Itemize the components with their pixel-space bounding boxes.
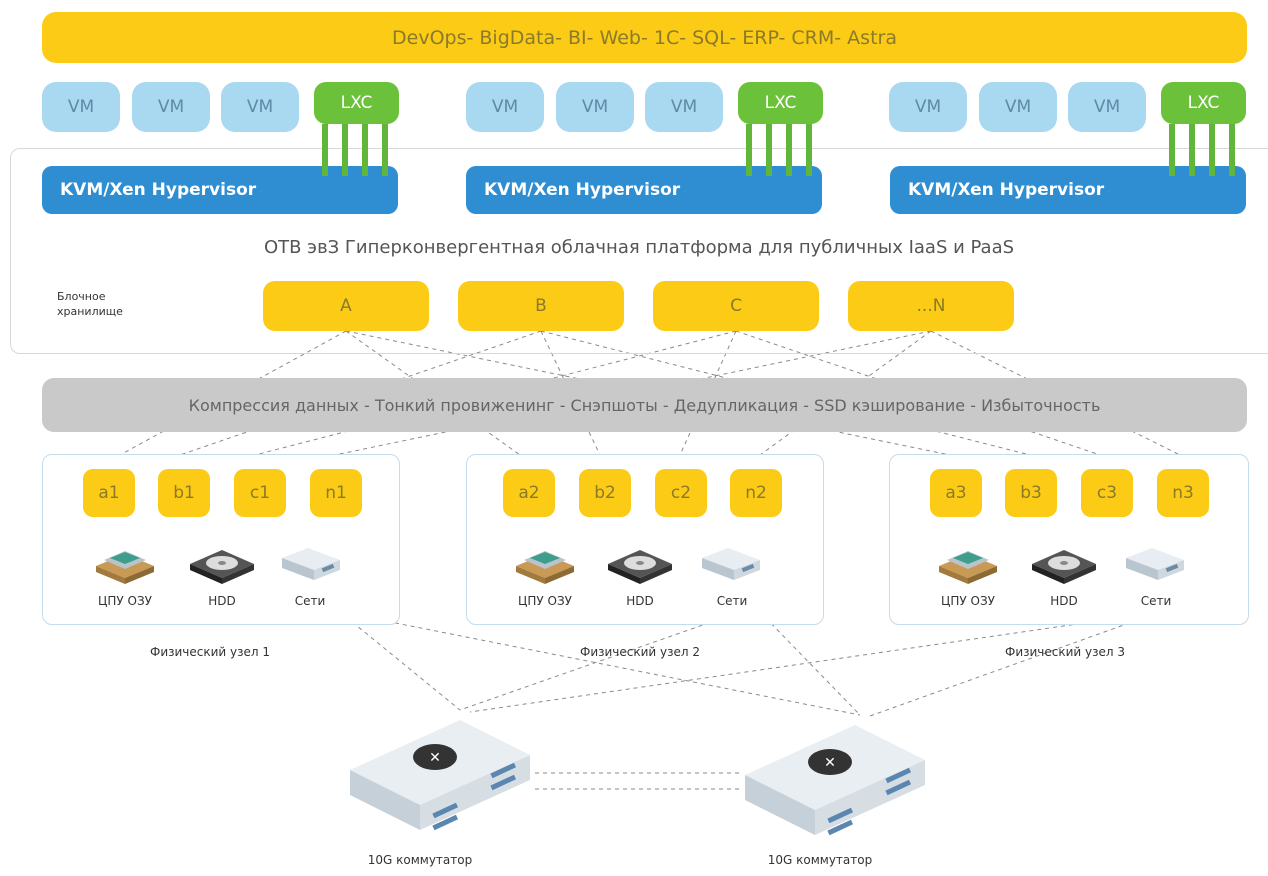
storage-chunk: a1 — [83, 469, 135, 517]
vm-box: VM — [1068, 82, 1146, 132]
applications-bar-text: DevOps- BigData- BI- Web- 1C- SQL- ERP- … — [392, 26, 897, 49]
cpu-ram-label: ЦПУ ОЗУ — [941, 594, 995, 608]
hypervisor-bar: KVM/Xen Hypervisor — [42, 166, 398, 214]
cpu-ram-label: ЦПУ ОЗУ — [518, 594, 572, 608]
network-switch-icon: ✕ — [350, 720, 530, 831]
cpu-ram-icon — [96, 551, 154, 584]
cpu-ram-icon — [516, 551, 574, 584]
storage-pool: B — [458, 281, 624, 331]
vm-box: VM — [645, 82, 723, 132]
storage-chunk: b2 — [579, 469, 631, 517]
network-card-icon — [1126, 548, 1184, 580]
hdd-label: HDD — [208, 594, 236, 608]
network-label: Сети — [716, 594, 748, 608]
network-switch-icon: ✕ — [745, 725, 925, 836]
lxc-container: LXC — [314, 82, 399, 124]
hdd-label: HDD — [626, 594, 654, 608]
storage-chunk: c1 — [234, 469, 286, 517]
cpu-ram-label: ЦПУ ОЗУ — [98, 594, 152, 608]
storage-chunk: n2 — [730, 469, 782, 517]
hypervisor-bar: KVM/Xen Hypervisor — [890, 166, 1246, 214]
storage-chunk: a2 — [503, 469, 555, 517]
network-card-icon — [282, 548, 340, 580]
lxc-container: LXC — [1161, 82, 1246, 124]
storage-chunk: b1 — [158, 469, 210, 517]
data-services-bar: Компрессия данных - Тонкий провиженинг -… — [42, 378, 1247, 432]
switch-label: 10G коммутатор — [767, 853, 873, 867]
hypervisor-bar: KVM/Xen Hypervisor — [466, 166, 822, 214]
physical-node-label: Физический узел 3 — [1004, 645, 1126, 659]
lxc-container: LXC — [738, 82, 823, 124]
platform-title: ОТВ эвЗ Гиперконвергентная облачная плат… — [263, 237, 1015, 258]
hdd-label: HDD — [1050, 594, 1078, 608]
physical-node-label: Физический узел 2 — [579, 645, 701, 659]
hdd-icon — [190, 550, 254, 584]
storage-chunk: c3 — [1081, 469, 1133, 517]
storage-pool: C — [653, 281, 819, 331]
vm-box: VM — [42, 82, 120, 132]
vm-box: VM — [556, 82, 634, 132]
block-storage-label: Блочное хранилище — [57, 290, 123, 318]
storage-chunk: b3 — [1005, 469, 1057, 517]
applications-bar: DevOps- BigData- BI- Web- 1C- SQL- ERP- … — [42, 12, 1247, 63]
vm-box: VM — [889, 82, 967, 132]
storage-chunk: n3 — [1157, 469, 1209, 517]
storage-pool: ...N — [848, 281, 1014, 331]
hdd-icon — [1032, 550, 1096, 584]
network-card-icon — [702, 548, 760, 580]
storage-chunk: c2 — [655, 469, 707, 517]
data-services-text: Компрессия данных - Тонкий провиженинг -… — [188, 395, 1101, 415]
switch-label: 10G коммутатор — [367, 853, 473, 867]
vm-box: VM — [979, 82, 1057, 132]
vm-box: VM — [132, 82, 210, 132]
cpu-ram-icon — [939, 551, 997, 584]
platform-frame — [10, 148, 1268, 354]
hdd-icon — [608, 550, 672, 584]
physical-node-label: Физический узел 1 — [149, 645, 271, 659]
storage-chunk: n1 — [310, 469, 362, 517]
vm-box: VM — [466, 82, 544, 132]
storage-pool: A — [263, 281, 429, 331]
network-label: Сети — [1140, 594, 1172, 608]
storage-chunk: a3 — [930, 469, 982, 517]
svg-text:✕: ✕ — [824, 755, 836, 771]
svg-text:✕: ✕ — [429, 750, 441, 766]
vm-box: VM — [221, 82, 299, 132]
network-label: Сети — [294, 594, 326, 608]
